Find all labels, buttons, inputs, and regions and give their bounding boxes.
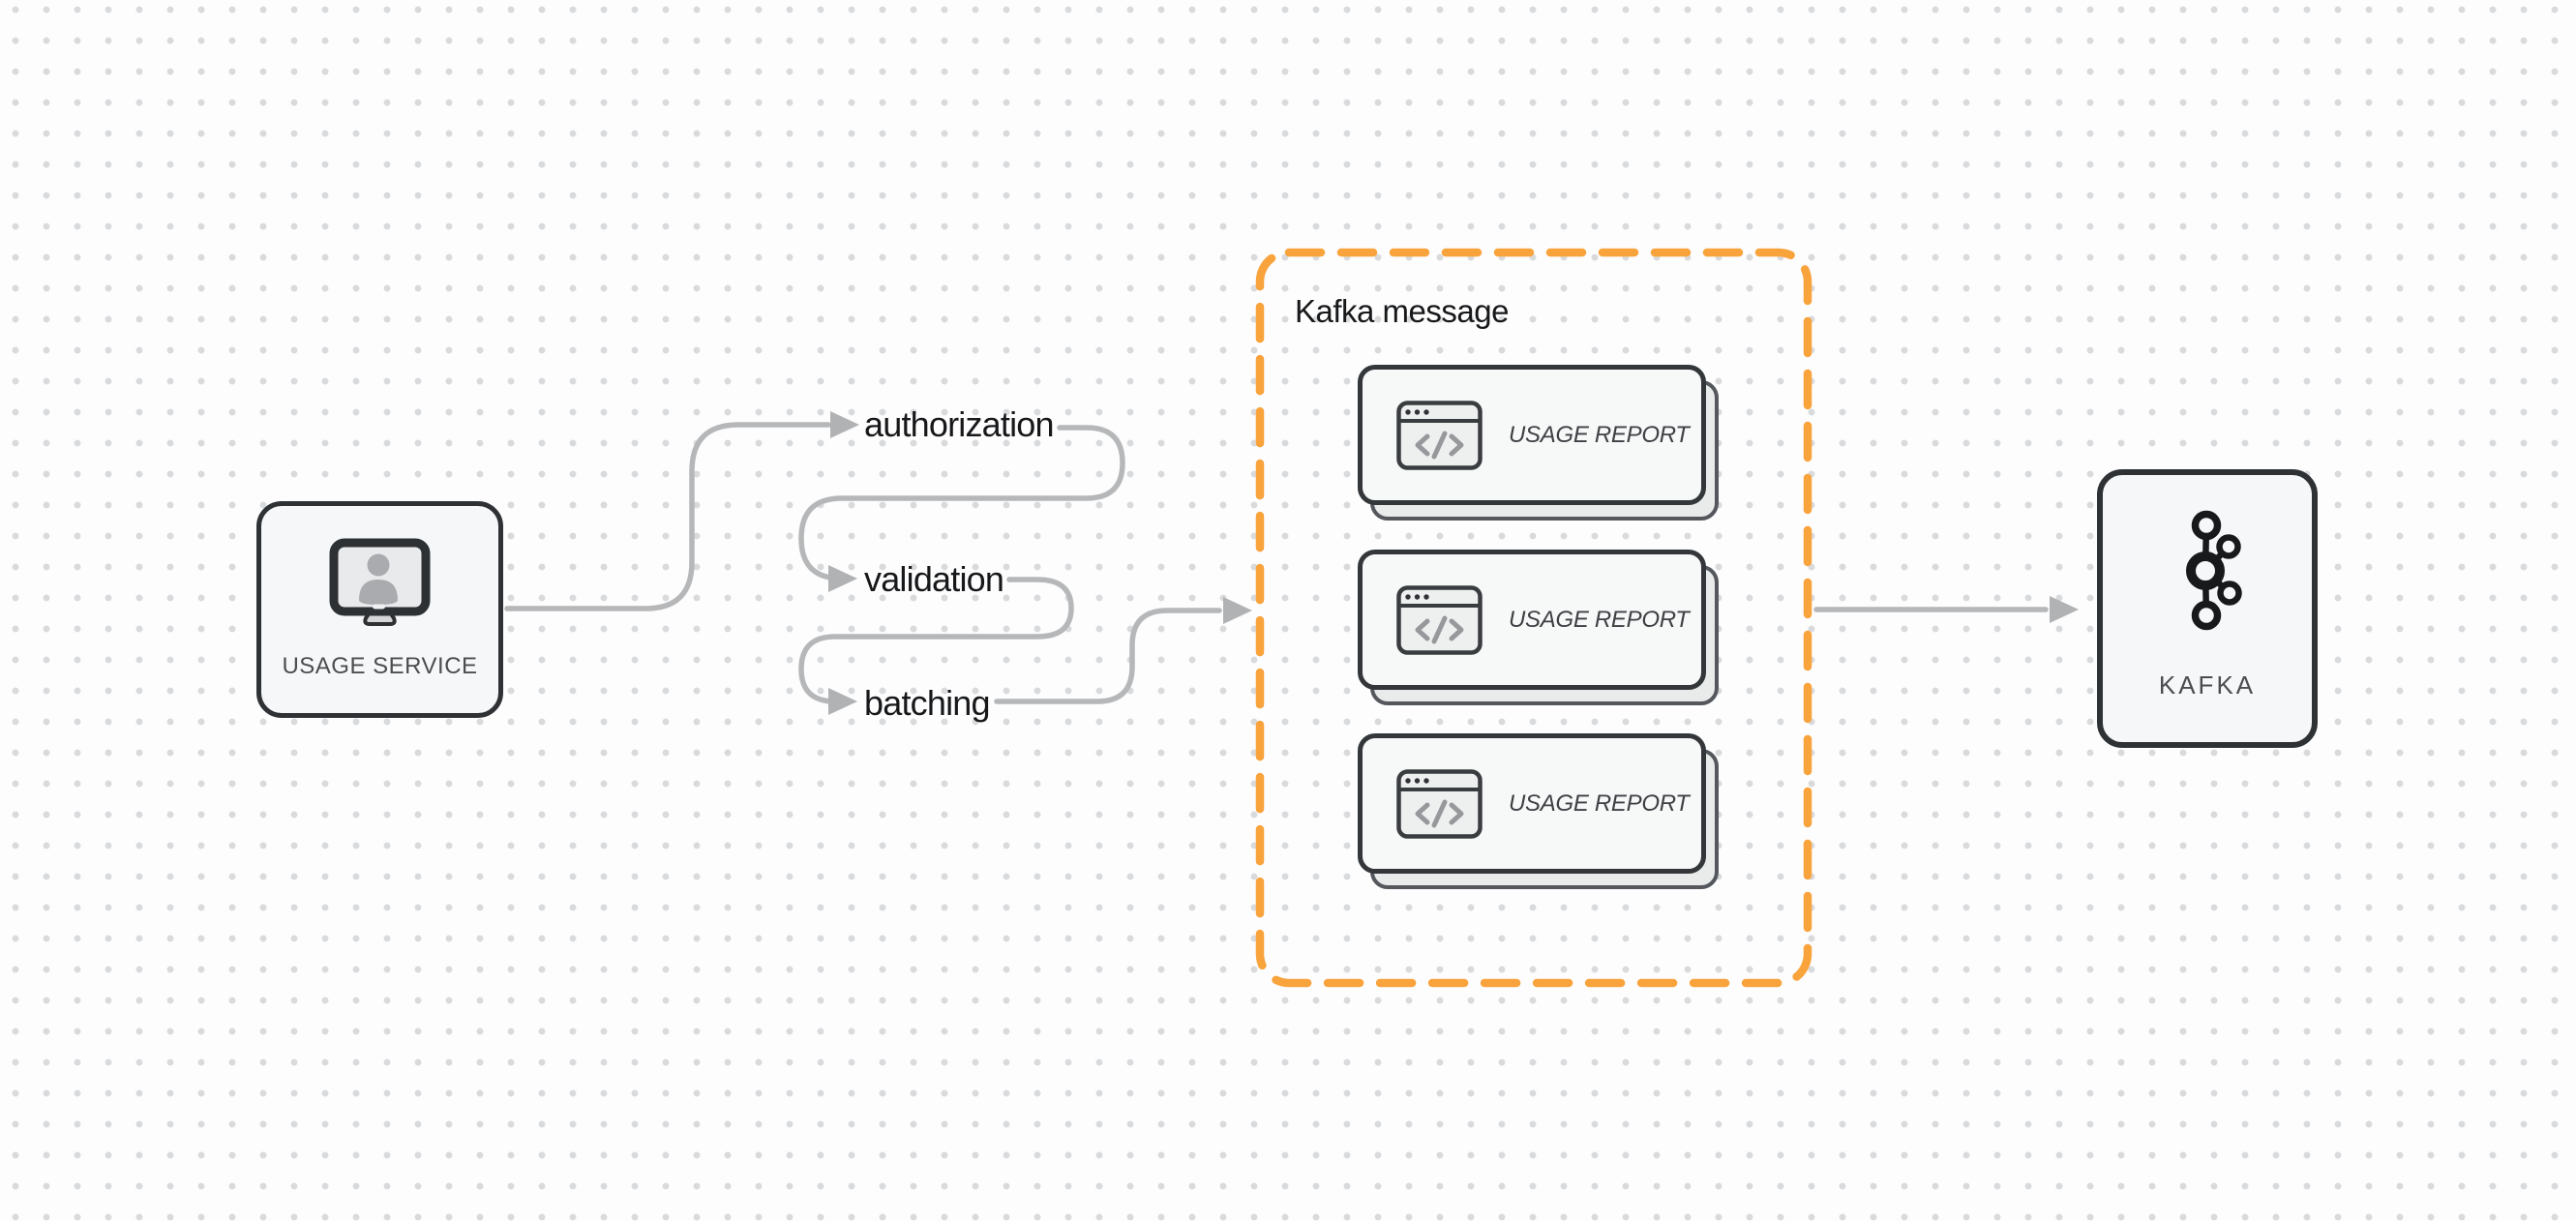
kafka-message-group-border	[1255, 248, 1812, 988]
step-label-validation: validation	[864, 559, 1004, 599]
connector-authorization-to-validation	[798, 425, 1125, 581]
node-usage-service: USAGE SERVICE	[256, 501, 503, 718]
usage-report-card-3: USAGE REPORT	[1358, 733, 1719, 889]
kafka-label: KAFKA	[2158, 670, 2257, 700]
kafka-message-title: Kafka message	[1295, 293, 1509, 329]
code-window-icon	[1396, 768, 1483, 839]
card-face: USAGE REPORT	[1358, 365, 1706, 505]
connector-batching-to-kafka-message	[994, 608, 1222, 704]
usage-service-label: USAGE SERVICE	[282, 653, 478, 679]
code-window-icon	[1396, 400, 1483, 470]
arrowhead-authorization	[830, 411, 859, 438]
arrowhead-batching	[828, 688, 857, 715]
node-kafka: KAFKA	[2097, 469, 2318, 748]
usage-report-label: USAGE REPORT	[1509, 421, 1690, 448]
code-window-icon	[1396, 584, 1483, 655]
kafka-logo-icon	[2186, 510, 2242, 631]
step-label-authorization: authorization	[864, 404, 1055, 444]
card-face: USAGE REPORT	[1358, 550, 1706, 690]
usage-report-label: USAGE REPORT	[1509, 789, 1690, 817]
usage-report-card-2: USAGE REPORT	[1358, 550, 1719, 705]
monitor-user-icon	[329, 538, 431, 626]
connector-validation-to-batching	[798, 577, 1074, 704]
usage-report-card-1: USAGE REPORT	[1358, 365, 1719, 521]
step-label-batching: batching	[864, 683, 991, 723]
connector-usage-to-authorization	[504, 422, 831, 611]
arrowhead-kafka-message	[1223, 597, 1252, 624]
arrowhead-kafka	[2050, 596, 2079, 623]
card-face: USAGE REPORT	[1358, 733, 1706, 874]
arrowhead-validation	[828, 565, 857, 592]
usage-report-label: USAGE REPORT	[1509, 606, 1690, 633]
